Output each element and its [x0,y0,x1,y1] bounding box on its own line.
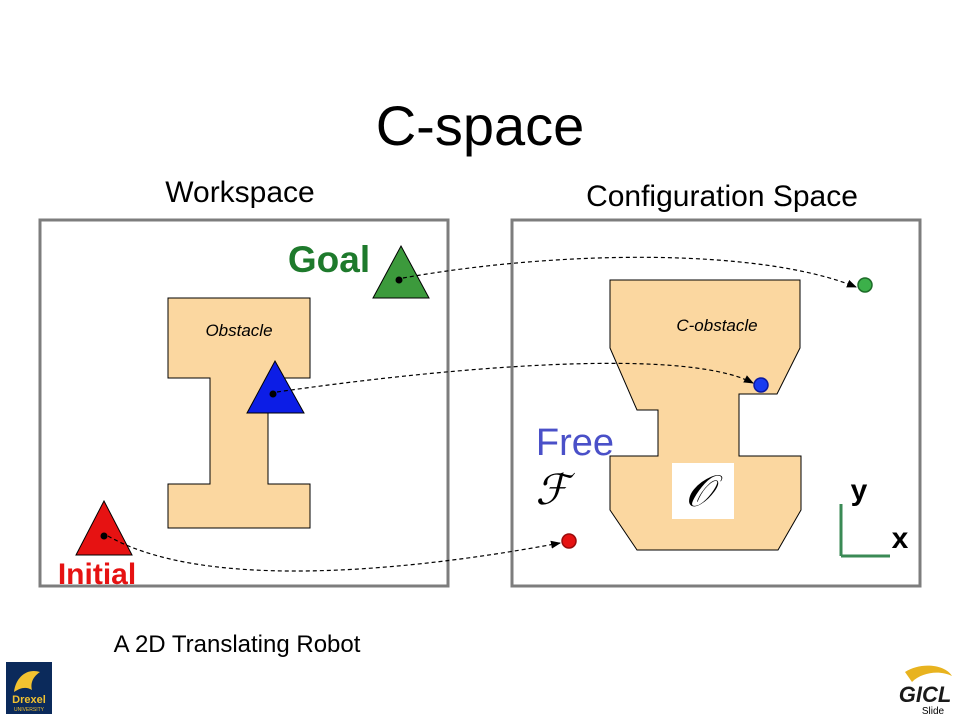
intermediate-robot [246,359,305,414]
drexel-logo-text: Drexel [12,694,46,706]
initial-mapping-arrow [107,535,561,572]
x-axis-label: x [892,522,909,555]
slide-footer-label: Slide [922,706,945,717]
drexel-logo-subtext: UNIVERSITY [14,707,45,713]
workspace-heading: Workspace [165,176,315,209]
goal-robot [372,244,430,299]
gicl-logo: GICL [899,665,952,707]
initial-configuration-point [561,533,577,549]
c-obstacle-label: C-obstacle [676,316,757,335]
cspace-heading: Configuration Space [586,180,858,213]
initial-label: Initial [58,558,136,591]
free-label: Free [536,422,614,464]
initial-robot-reference-point [100,532,108,540]
intermediate-robot-reference-point [269,390,277,398]
intermediate-configuration-point [753,377,769,393]
gicl-logo-text: GICL [899,682,952,707]
goal-label: Goal [288,239,370,280]
goal-configuration-point [857,277,873,293]
workspace-obstacle-label: Obstacle [205,321,272,340]
slide-title: C-space [376,94,585,157]
initial-robot [75,499,133,556]
c-obstacle-symbol-box [672,463,734,519]
workspace-obstacle [167,297,311,529]
y-axis-label: y [851,474,868,507]
slide-caption: A 2D Translating Robot [114,631,361,658]
intermediate-mapping-arrow [276,362,754,393]
c-obstacle [609,279,802,551]
goal-robot-reference-point [395,276,403,284]
drexel-logo: Drexel UNIVERSITY [6,662,52,714]
